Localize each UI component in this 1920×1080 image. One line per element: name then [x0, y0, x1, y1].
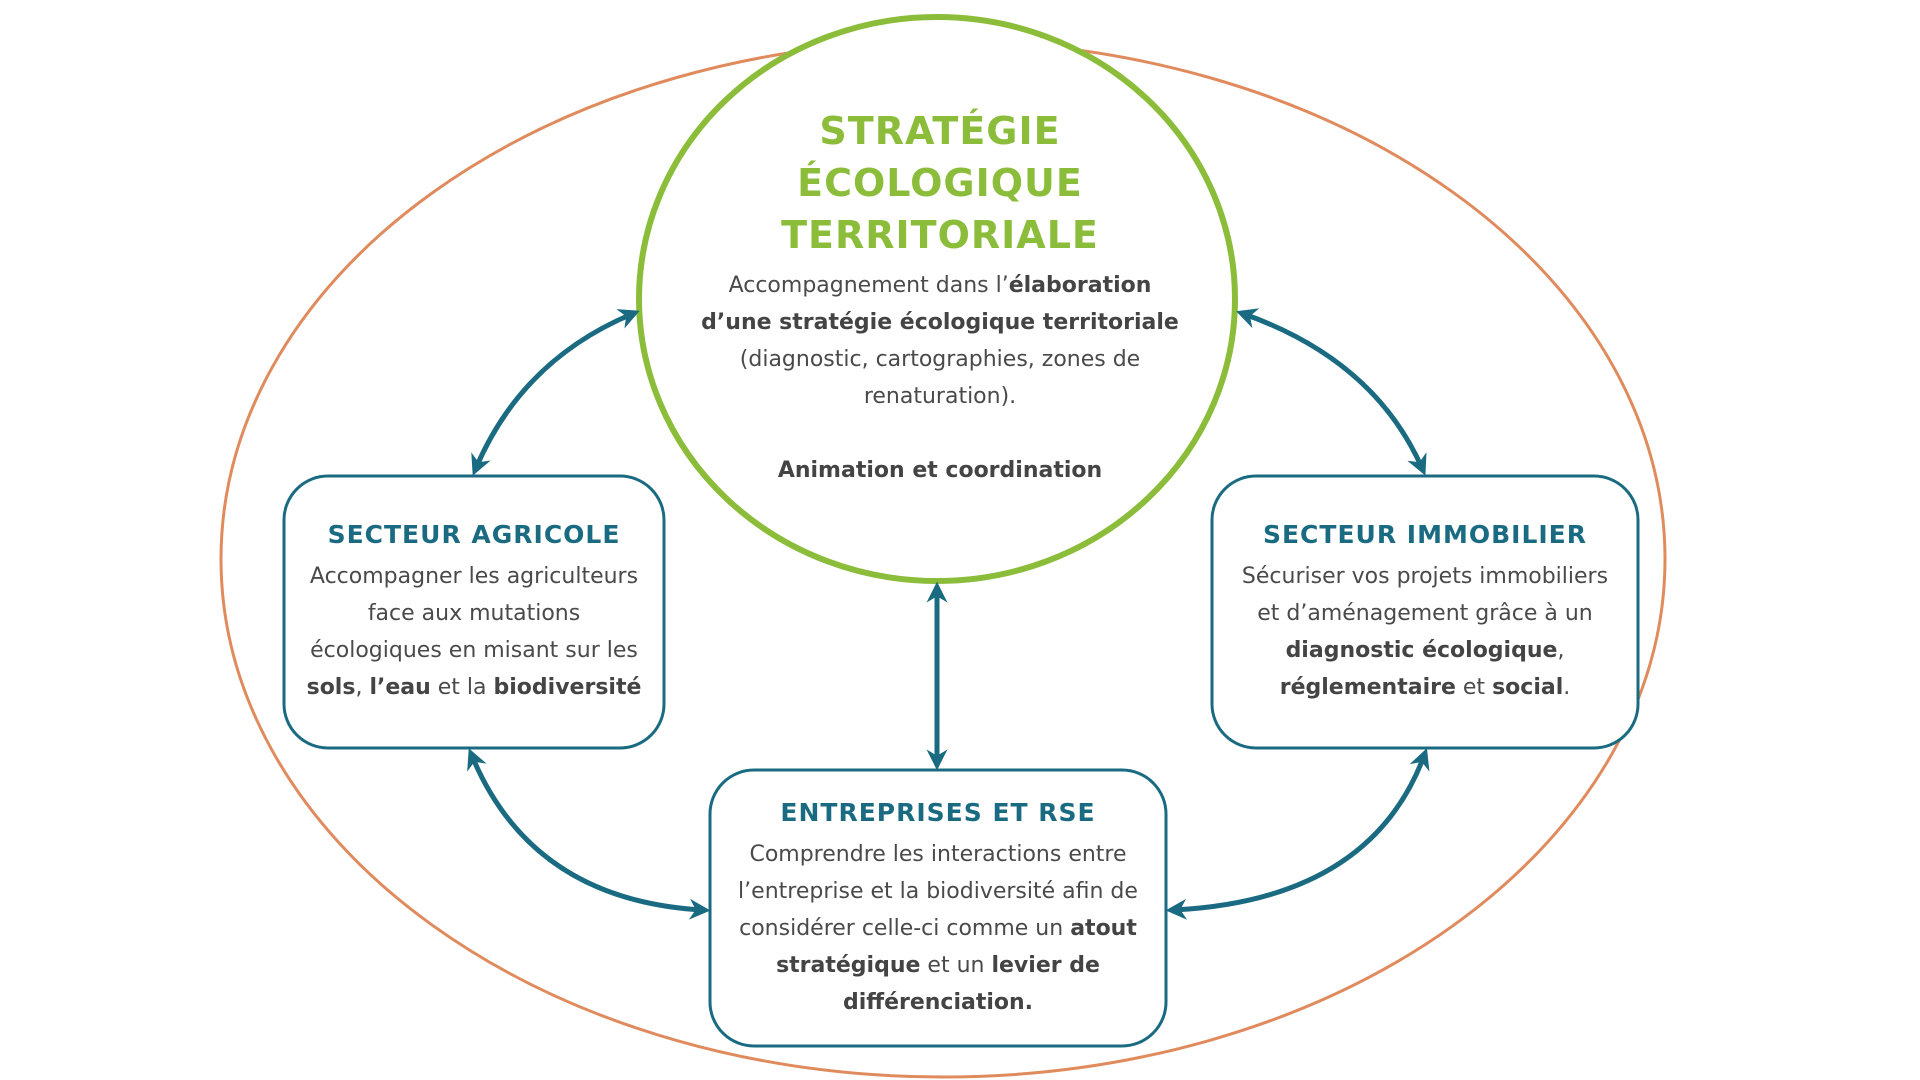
- emphasis-text: l’eau: [369, 675, 431, 700]
- body-text: (diagnostic, cartographies, zones de ren…: [739, 347, 1141, 409]
- agricole-title: SECTEUR AGRICOLE: [327, 520, 621, 549]
- immobilier-node: SECTEUR IMMOBILIER Sécuriser vos projets…: [1212, 476, 1638, 748]
- body-text: Sécuriser vos projets immobiliers et d’a…: [1241, 564, 1609, 626]
- rse-node: ENTREPRISES ET RSE Comprendre les intera…: [710, 770, 1166, 1046]
- body-text: et: [1455, 675, 1493, 700]
- center-description: Accompagnement dans l’élaboration d’une …: [700, 267, 1180, 415]
- emphasis-text: levier de différenciation.: [842, 952, 1100, 1015]
- center-node: STRATÉGIE ÉCOLOGIQUE TERRITORIALE Accomp…: [700, 95, 1180, 505]
- center-title-line1: STRATÉGIE: [819, 109, 1061, 153]
- immobilier-box: [1210, 474, 1640, 750]
- immobilier-description: Sécuriser vos projets immobiliers et d’a…: [1228, 558, 1622, 706]
- center-circle: [636, 14, 1238, 584]
- emphasis-text: élaboration d’une stratégie écologique t…: [701, 273, 1179, 335]
- arrow-center-agricole: [471, 309, 640, 476]
- arrow-agricole-rse: [467, 748, 711, 920]
- emphasis-text: sols: [306, 675, 356, 700]
- agricole-description: Accompagner les agriculteurs face aux mu…: [302, 558, 646, 706]
- center-title: STRATÉGIE ÉCOLOGIQUE TERRITORIALE: [781, 105, 1099, 261]
- body-text: ,: [355, 675, 370, 700]
- rse-title: ENTREPRISES ET RSE: [780, 797, 1096, 827]
- immobilier-title: SECTEUR IMMOBILIER: [1262, 520, 1588, 549]
- agricole-node: SECTEUR AGRICOLE Accompagner les agricul…: [284, 476, 664, 748]
- emphasis-text: réglementaire: [1279, 675, 1456, 700]
- emphasis-text: atout stratégique: [776, 915, 1137, 978]
- center-footer-text: Animation et coordination: [777, 458, 1103, 483]
- emphasis-text: social: [1492, 675, 1564, 700]
- agricole-box: [282, 474, 666, 750]
- body-text: ,: [1557, 638, 1565, 663]
- emphasis-text: biodiversité: [493, 675, 642, 700]
- arrow-immobilier-rse: [1165, 748, 1430, 920]
- center-title-line2: ÉCOLOGIQUE: [797, 161, 1083, 205]
- body-text: .: [1563, 675, 1571, 700]
- body-text: et la: [430, 675, 494, 700]
- body-text: Comprendre les interactions entre l’entr…: [738, 841, 1138, 941]
- emphasis-text: diagnostic écologique: [1285, 638, 1558, 663]
- center-footer: Animation et coordination: [778, 452, 1102, 489]
- body-text: Accompagner les agriculteurs face aux mu…: [309, 564, 639, 663]
- body-text: Accompagnement dans l’: [728, 273, 1009, 298]
- rse-description: Comprendre les interactions entre l’entr…: [726, 836, 1150, 1021]
- arrow-center-immobilier: [1236, 308, 1427, 476]
- body-text: et un: [920, 952, 992, 978]
- center-title-line3: TERRITORIALE: [781, 213, 1099, 257]
